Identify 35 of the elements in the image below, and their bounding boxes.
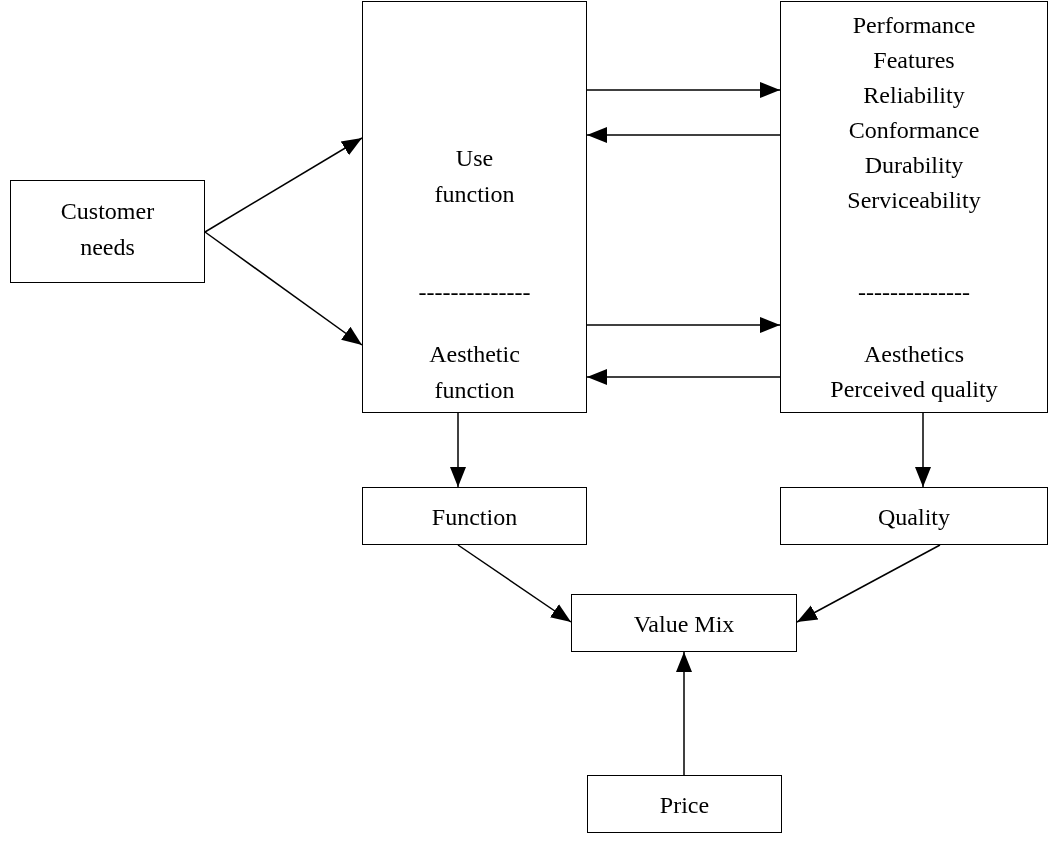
arrow [915,412,931,488]
box-label: Reliability [863,81,965,110]
box-label: Durability [864,151,964,180]
box-label: Conformance [848,116,980,145]
process-box [571,594,797,652]
process-box [587,775,782,833]
box-label: -------------- [858,278,970,307]
process-box [780,1,1048,413]
box-label: Features [873,46,955,75]
box-label: Serviceability [847,186,981,215]
arrow [586,317,781,333]
box-label: -------------- [418,278,531,307]
arrow [796,544,941,623]
box-label: Quality [878,503,950,532]
arrow [204,231,363,346]
arrow [204,137,363,233]
box-label: Function [431,503,518,532]
arrow [586,82,781,98]
arrow [586,369,781,385]
box-label: Performance [852,11,976,40]
process-box [10,180,205,283]
process-box [362,1,587,413]
arrow [457,544,572,623]
box-label: Aesthetics [864,340,964,369]
box-label: Price [659,791,710,820]
arrow [450,412,466,488]
box-label: Customer needs [59,197,156,262]
box-label: Aesthetic function [429,340,520,405]
process-box [362,487,587,545]
box-label: Use function [434,144,515,209]
box-label: Value Mix [633,610,735,639]
arrow [586,127,781,143]
box-label: Perceived quality [830,375,998,404]
arrow [676,651,692,776]
process-box [780,487,1048,545]
